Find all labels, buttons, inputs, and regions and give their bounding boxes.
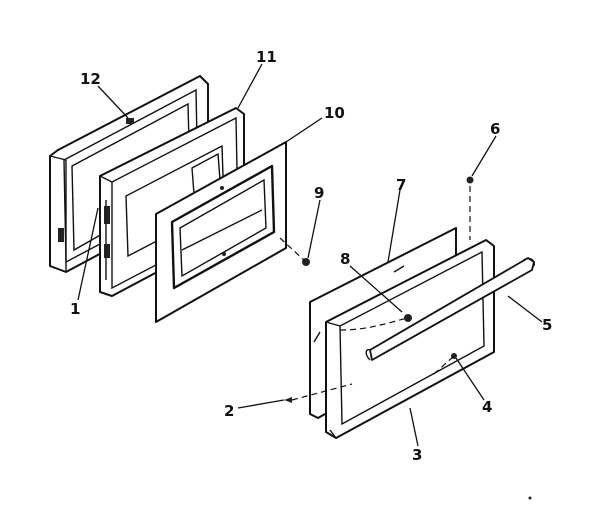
callout-9: 9 <box>314 184 324 202</box>
callout-6: 6 <box>490 120 500 138</box>
callout-10: 10 <box>324 104 345 122</box>
callout-3: 3 <box>412 446 422 464</box>
scan-dot <box>528 496 532 500</box>
callout-12: 12 <box>80 70 101 88</box>
part-10-window-panel <box>155 141 287 323</box>
part-6-screw <box>466 176 474 184</box>
callout-8: 8 <box>340 250 350 268</box>
callouts: 12 11 10 9 1 7 8 6 5 4 3 2 <box>70 48 552 464</box>
part-8-screw <box>404 314 412 322</box>
part-2-screw <box>284 397 292 403</box>
callout-2: 2 <box>224 402 234 420</box>
callout-4: 4 <box>482 398 492 416</box>
assembly-lines <box>279 186 471 401</box>
leader-lines <box>77 63 543 447</box>
callout-1: 1 <box>70 300 80 318</box>
callout-11: 11 <box>256 48 277 66</box>
part-5-handle <box>365 257 535 361</box>
callout-7: 7 <box>396 176 406 194</box>
callout-5: 5 <box>542 316 552 334</box>
